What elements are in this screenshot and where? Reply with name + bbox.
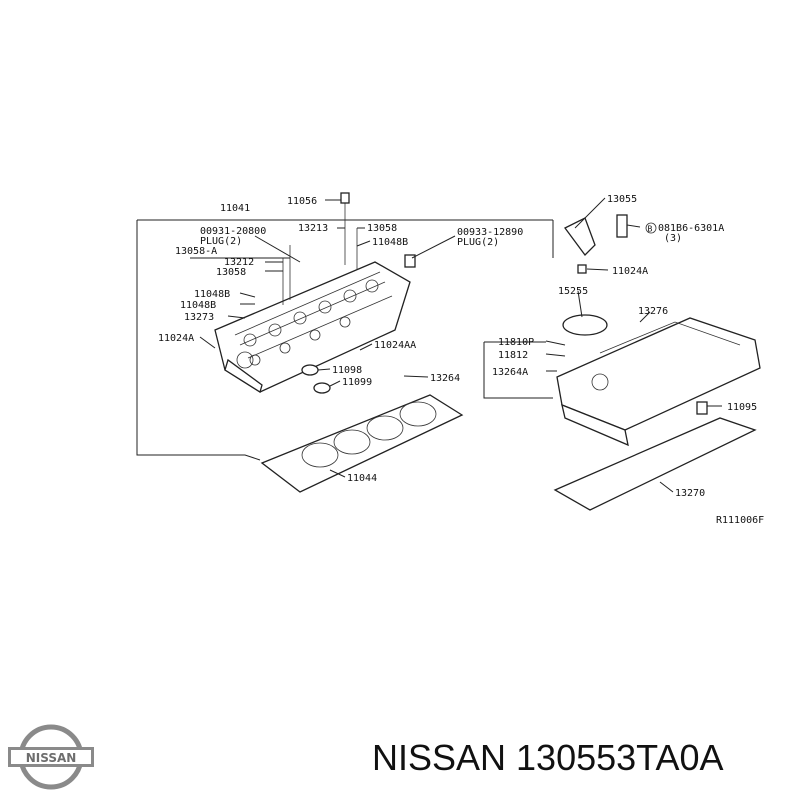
label-11098: 11098: [332, 365, 362, 376]
diagram-reference-code: R111006F: [716, 515, 764, 526]
label-13055: 13055: [607, 194, 637, 205]
circle-b-symbol: B: [645, 222, 657, 234]
label-13273: 13273: [184, 312, 214, 323]
bolt-11095: [696, 401, 708, 415]
label-11056: 11056: [287, 196, 317, 207]
logo-brand-text: NISSAN: [26, 751, 77, 765]
label-13212: 13212: [224, 257, 254, 268]
svg-text:B: B: [648, 225, 653, 234]
head-gasket: [260, 394, 464, 493]
label-13213: 13213: [298, 223, 328, 234]
label-11048b-a: 11048B: [372, 237, 408, 248]
oil-filler-cap: [562, 314, 608, 336]
label-13270: 13270: [675, 488, 705, 499]
cover-bracket: [483, 342, 553, 399]
label-13264: 13264: [430, 373, 460, 384]
seal-11098: [301, 364, 319, 376]
nissan-logo: NISSAN: [8, 724, 94, 790]
valve-cover-gasket: [553, 417, 757, 511]
sensor-13055: [564, 214, 628, 274]
label-11812: 11812: [498, 350, 528, 361]
label-11810p: 11810P: [498, 337, 534, 348]
label-13276: 13276: [638, 306, 668, 317]
cylinder-head: [214, 192, 416, 394]
label-11041: 11041: [220, 203, 250, 214]
label-11099: 11099: [342, 377, 372, 388]
label-qty-3: (3): [664, 233, 682, 244]
label-00931-20800: 00931-20800: [200, 226, 266, 237]
label-13264a: 13264A: [492, 367, 528, 378]
label-plug-1: PLUG(2): [200, 236, 242, 247]
label-11024aa: 11024AA: [374, 340, 416, 351]
label-13058-a: 13058: [367, 223, 397, 234]
part-number-title: NISSAN 130553TA0A: [372, 737, 724, 778]
exploded-parts-diagram: 11041 11056 00931-20800 PLUG(2) 13213 13…: [136, 192, 764, 526]
label-11048b-c: 11048B: [180, 300, 216, 311]
seal-11099: [313, 382, 331, 394]
cylinder-head-frame: [136, 220, 261, 461]
label-11048b-b: 11048B: [194, 289, 230, 300]
label-00933-12890: 00933-12890: [457, 227, 523, 238]
label-plug-2: PLUG(2): [457, 237, 499, 248]
label-13058-b: 13058: [216, 267, 246, 278]
label-13058-dash-a: 13058-A: [175, 246, 217, 257]
label-11024a-right: 11024A: [612, 266, 648, 277]
valve-cover: [556, 314, 761, 447]
label-11095: 11095: [727, 402, 757, 413]
label-11044: 11044: [347, 473, 377, 484]
label-081b6-6301a: 081B6-6301A: [658, 223, 724, 234]
label-15255: 15255: [558, 286, 588, 297]
label-11024a-left: 11024A: [158, 333, 194, 344]
